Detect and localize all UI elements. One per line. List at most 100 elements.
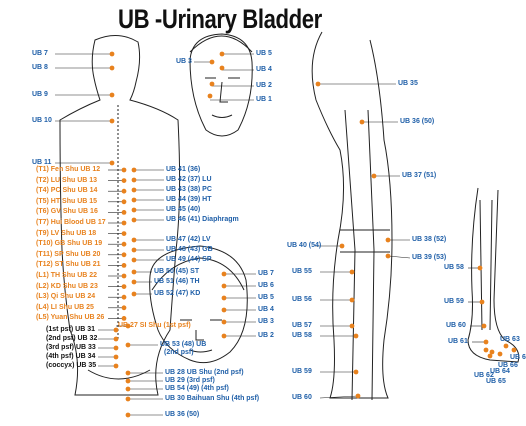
acupoint-dot [354,370,359,375]
back-outer-label: UB 44 (39) HT [166,196,212,204]
face-point-label: UB 4 [256,66,272,74]
acupoint-dot [350,270,355,275]
face-point-label: UB 2 [256,82,272,90]
back-outer-label: UB 51 (46) TH [154,278,200,286]
acupoint-dot [122,284,127,289]
back-spine-label: (L1) TH Shu UB 22 [36,272,97,280]
acupoint-dot [222,296,227,301]
foot-point-label: UB 63 [500,336,520,344]
acupoint-dot [122,263,127,268]
foot-point-label: UB 66 [498,362,518,370]
acupoint-dot [132,248,137,253]
head-point-label: UB 2 [258,332,274,340]
face-nose [220,82,228,102]
back-point-label: UB 8 [32,64,48,72]
acupoint-dot [132,238,137,243]
acupoint-dot [360,120,365,125]
back-lower-label: UB 54 (49) (4th psf) [165,385,229,393]
acupoint-dot [122,316,127,321]
back-outer-label: UB 50 (45) ST [154,268,199,276]
acupoint-dot [122,252,127,257]
back-outer-label: UB 46 (41) Diaphragm [166,216,239,224]
face-outline [190,34,252,136]
leg-point-label: UB 40 (54) [287,242,321,250]
foot-point-label: UB 65 [486,378,506,386]
acupoint-dot [122,242,127,247]
acupoint-dot [126,343,131,348]
back-point-label: UB 7 [32,50,48,58]
acupoint-dot [110,52,115,57]
back-spine-label: (T5) HT Shu UB 15 [36,198,97,206]
leg-point-label: UB 36 (50) [400,118,434,126]
back-spine-label: (T11) SP Shu UB 20 [36,251,100,259]
face-hair [190,36,252,52]
back-lower-label: (2nd psf) [164,349,194,357]
acupoint-dot [222,320,227,325]
foot-point-label: UB 58 [444,264,464,272]
acupoint-dot [132,198,137,203]
acupoint-dot [484,348,489,353]
acupoint-dot [110,93,115,98]
acupoint-dot [372,174,377,179]
acupoint-dot [122,221,127,226]
back-sacral-label: (3rd psf) UB 33 [46,344,96,352]
leg-point-label: UB 55 [292,268,312,276]
acupoint-dot [210,60,215,65]
face-point-label: UB 1 [256,96,272,104]
back-outer-label: UB 48 (43) GB [166,246,213,254]
back-point-label: UB 9 [32,91,48,99]
acupoint-dot [126,379,131,384]
acupoint-dot [208,94,213,99]
acupoint-dot [126,387,131,392]
acupoint-dot [316,82,321,87]
acupoint-dot [222,284,227,289]
acupoint-dot [350,298,355,303]
back-point-label: UB 10 [32,117,52,125]
foot-bones [480,200,492,330]
leg-bone-right [368,110,374,400]
face-point-label: UB 3 [176,58,192,66]
back-spine-label: (T12) ST Shu UB 21 [36,261,101,269]
acupoint-dot [114,355,119,360]
foot-point-label: UB 59 [444,298,464,306]
back-spine-label: (T9) LV Shu UB 18 [36,230,96,238]
back-lower-label: UB 36 (50) [165,411,199,419]
acupoint-dot [122,178,127,183]
acupoint-dot [122,274,127,279]
back-lower-label: UB 28 UB Shu (2nd psf) [165,369,244,377]
acupoint-dot [478,266,483,271]
acupoint-dot [210,82,215,87]
acupoint-dot [504,344,509,349]
acupoint-dot [114,364,119,369]
back-spine-label: (L5) Yuan Shu UB 26 [36,314,104,322]
back-spine-label: (T10) GB Shu UB 19 [36,240,102,248]
back-lower-label: UB 30 Baihuan Shu (4th psf) [165,395,259,403]
leg-bone-left [345,110,355,400]
back-spine-label: (T7) Hui Blood UB 17 [36,219,106,227]
back-lower-label: UB 53 (48) UB [160,341,206,349]
leg-point-label: UB 39 (53) [412,254,446,262]
back-sacral-label: (coccyx) UB 35 [46,362,96,370]
acupoint-dot [350,324,355,329]
back-outer-label: UB 43 (38) PC [166,186,212,194]
acupoint-dot [386,254,391,259]
acupoint-dot [356,394,361,399]
acupoint-dot [386,238,391,243]
head-point-label: UB 3 [258,318,274,326]
back-sacral-label: (2nd psf) UB 32 [46,335,97,343]
foot-point-label: UB 60 [446,322,466,330]
back-lower-label: UB 29 (3rd psf) [165,377,215,385]
back-spine-label: (T2) LU Shu UB 13 [36,177,97,185]
back-outer-label: UB 52 (47) KD [154,290,200,298]
acupoint-dot [122,210,127,215]
acupoint-dot [132,292,137,297]
leg-point-label: UB 60 [292,394,312,402]
head-point-label: UB 5 [258,294,274,302]
acupoint-dot [480,300,485,305]
acupoint-dot [110,66,115,71]
foot-point-label: UB 67 [510,354,526,362]
face-mouth [212,115,232,118]
back-lower-label: UB 27 SI Shu (1st psf) [118,322,191,330]
acupoint-dot [222,334,227,339]
